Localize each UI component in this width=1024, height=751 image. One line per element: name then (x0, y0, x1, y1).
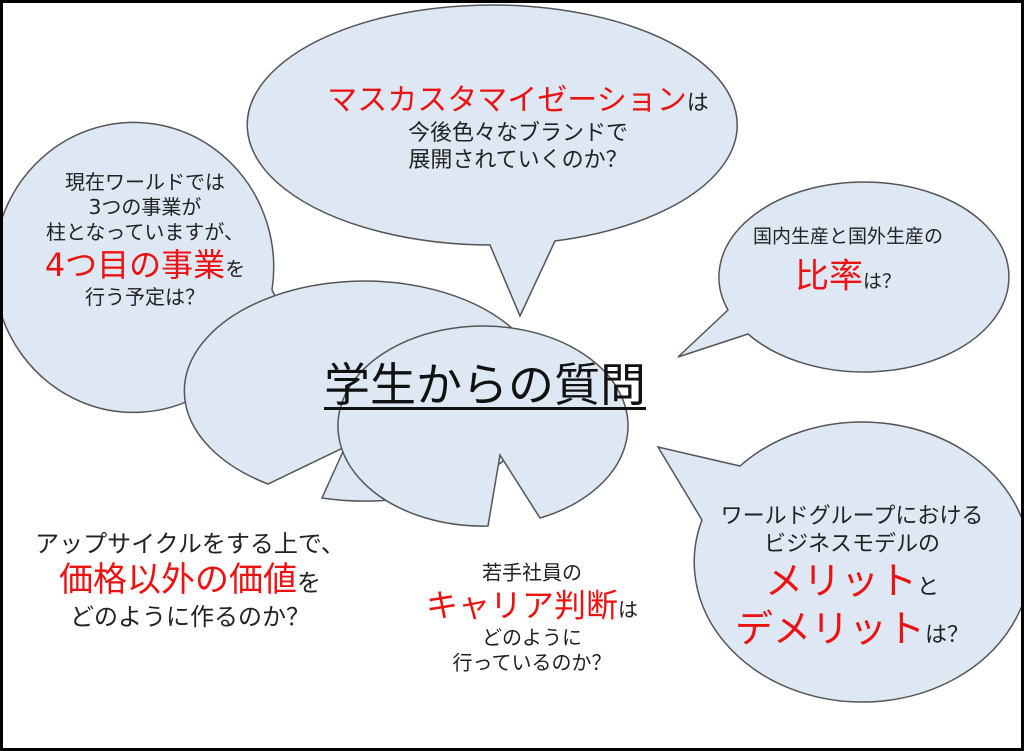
text-line: ワールドグループにおける (720, 504, 984, 529)
bubble-left-top-text: 現在ワールドでは 3つの事業が 柱となっていますが、 4つ目の事業を 行う予定は… (45, 170, 245, 310)
text: を (225, 257, 246, 281)
center-title: 学生からの質問 (324, 358, 646, 412)
text-line: ビジネスモデルの (763, 531, 940, 557)
bubble-bottom-right (656, 421, 1024, 703)
highlight-text: マスカスタマイゼーション (327, 82, 687, 118)
highlight-text: キャリア判断 (425, 586, 619, 625)
text-line: 行う予定は？ (85, 285, 205, 309)
highlight-text: デメリット (734, 606, 925, 651)
bubble-bottom-middle (337, 325, 629, 527)
text-line: 展開されていくのか？ (408, 147, 628, 173)
bubble-bottom-right-text: ワールドグループにおける ビジネスモデルの メリットと デメリットは？ (721, 503, 984, 653)
bubble-right-top-text: 国内生産と国外生産の 比率は？ (753, 222, 943, 302)
text: は？ (925, 622, 970, 648)
bubble-bottom-middle-text: 若手社員の キャリア判断は どのように 行っているのか？ (426, 561, 638, 676)
bubble-right-top (677, 181, 1010, 373)
text-line: 柱となっていますが、 (46, 220, 244, 244)
text-line: 国内生産と国外生産の (752, 225, 944, 248)
text-line: アップサイクルをする上で、 (35, 529, 345, 558)
highlight-text: 比率 (794, 255, 863, 296)
text-line: 3つの事業が (88, 195, 202, 219)
text-line: 行っているのか？ (452, 650, 612, 675)
text: を (297, 568, 321, 597)
text-line: どのように (481, 625, 582, 650)
text: と (917, 575, 940, 600)
text: は (686, 90, 709, 116)
bubble-top-text: マスカスタマイゼーションは 今後色々なブランドで 展開されていくのか？ (327, 82, 708, 175)
text: は (618, 597, 639, 622)
highlight-text: メリット (764, 559, 917, 603)
text-line: どのように作るのか？ (70, 602, 310, 631)
text: は？ (862, 269, 902, 292)
text-line: 今後色々なブランドで (407, 120, 629, 146)
text-line: 現在ワールドでは (65, 170, 225, 194)
text-line: 若手社員の (481, 560, 582, 585)
highlight-text: 価格以外の価値 (59, 559, 297, 600)
highlight-text: 4つ目の事業 (44, 246, 226, 284)
bubble-top (246, 4, 738, 318)
bubble-bottom-left-text: アップサイクルをする上で、 価格以外の価値を どのように作るのか？ (35, 529, 345, 632)
